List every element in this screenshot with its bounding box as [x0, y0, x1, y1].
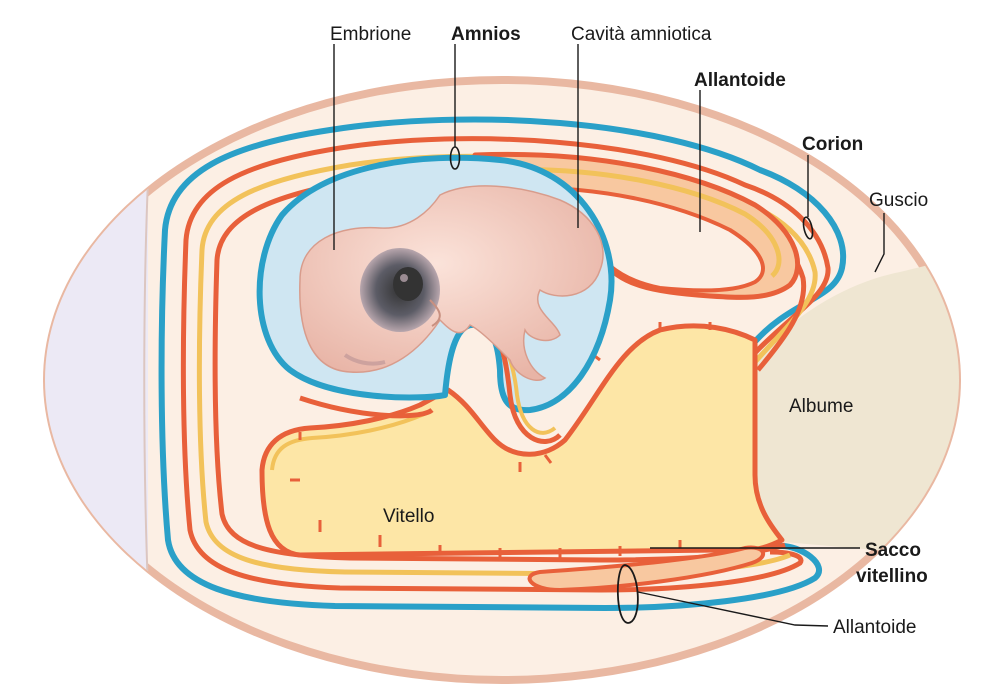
- label-sacco: Sacco: [865, 540, 921, 561]
- label-allantoide-bottom: Allantoide: [833, 617, 916, 638]
- label-cavita-amniotica: Cavità amniotica: [571, 24, 712, 45]
- label-corion: Corion: [802, 134, 863, 155]
- label-albume: Albume: [789, 396, 853, 417]
- allantois-ring: [616, 564, 639, 624]
- label-allantoide-top: Allantoide: [694, 70, 786, 91]
- allantois-lower: [527, 545, 765, 593]
- albumen-region: [748, 250, 959, 560]
- chorion-membrane: [158, 116, 847, 611]
- embryo: [299, 185, 604, 381]
- chorion-marker: [802, 216, 814, 240]
- label-embrione: Embrione: [330, 24, 411, 45]
- label-vitello: Vitello: [383, 506, 434, 527]
- label-vitellino: vitellino: [856, 566, 928, 587]
- label-amnios: Amnios: [451, 24, 521, 45]
- leader-guscio: [874, 213, 885, 273]
- serosa-yellow: [196, 153, 818, 577]
- leader-allantoide-bottom: [637, 591, 829, 627]
- serosa-outer: [180, 136, 831, 593]
- label-guscio: Guscio: [869, 190, 928, 211]
- yolk-sac-villi: [290, 322, 712, 558]
